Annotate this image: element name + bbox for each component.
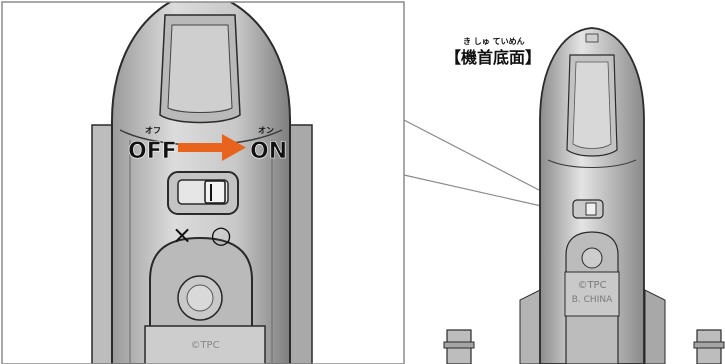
battery-plate: [144, 325, 266, 364]
stamp-line-1: ©TPC: [577, 280, 606, 291]
plate-text: ©TPC: [190, 340, 219, 351]
zoom-frame: [1, 1, 405, 364]
off-label: OFF: [128, 139, 177, 164]
zoom-panel: ©TPC オフ OFF オン ON × ○: [1, 1, 405, 364]
on-ruby: オン: [258, 126, 274, 135]
off-mark: ×: [172, 221, 192, 249]
switch-knob[interactable]: [204, 180, 226, 204]
overview-stamp-plate: [564, 271, 620, 317]
overview-model: き しゅ ていめん 【機首底面】 ©TPC B. CHINA: [443, 27, 725, 364]
title-ruby: き しゅ ていめん: [463, 37, 525, 46]
off-ruby: オフ: [145, 126, 161, 135]
stamp-line-2: B. CHINA: [572, 295, 613, 305]
on-label: ON: [250, 139, 287, 164]
on-mark: ○: [211, 221, 232, 249]
arrow-icon: [178, 134, 246, 161]
overview-title: 【機首底面】: [445, 48, 541, 67]
